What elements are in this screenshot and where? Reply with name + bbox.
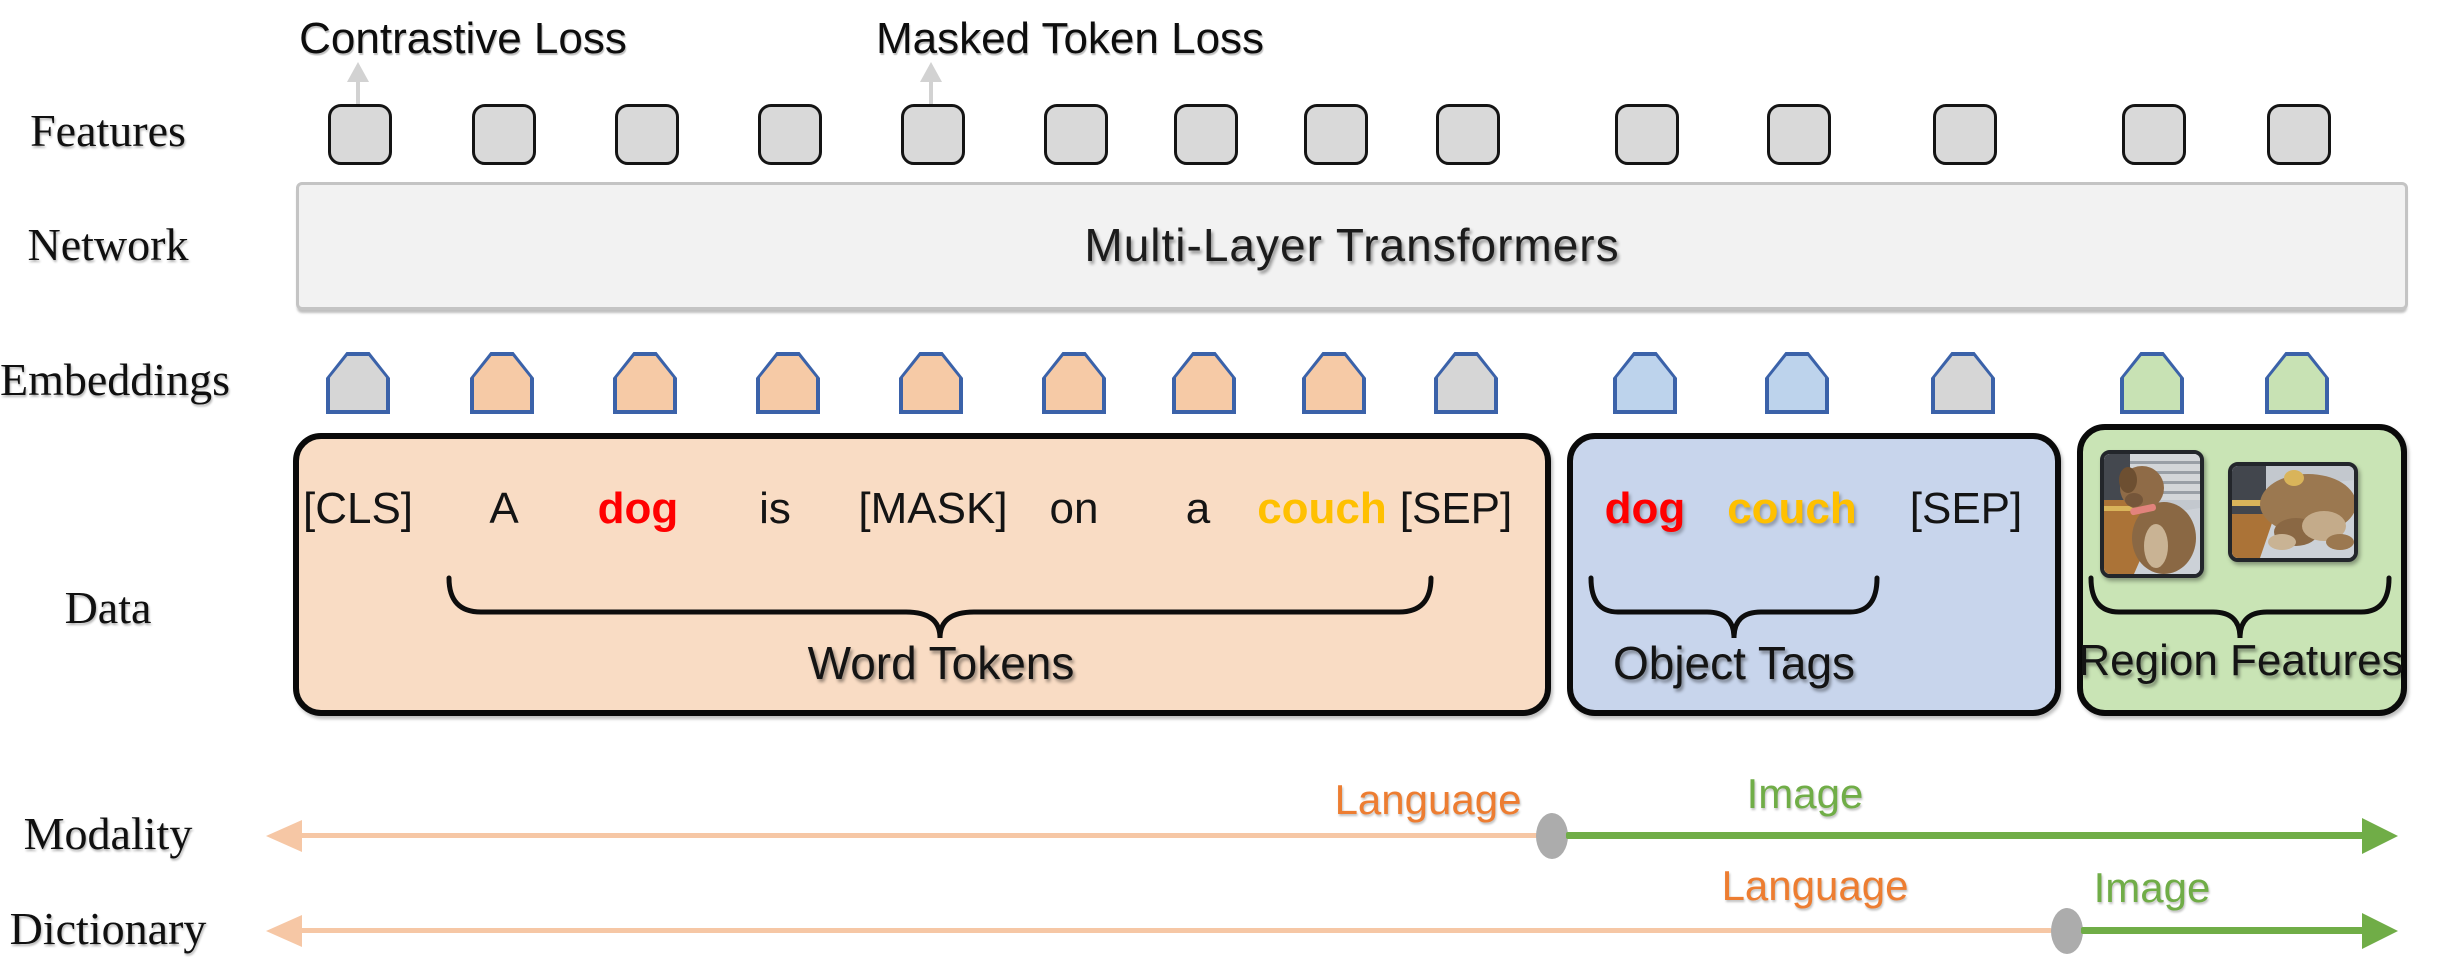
modality-image-line <box>1566 832 2364 839</box>
masked-arrow-icon <box>920 62 942 82</box>
feature-square <box>2122 104 2186 165</box>
embeddings-row-label: Embeddings <box>0 354 230 405</box>
embedding-shape <box>613 352 677 414</box>
embedding-fill <box>760 356 816 410</box>
dictionary-image-line <box>2081 927 2364 934</box>
embedding-fill <box>2124 356 2180 410</box>
multi-layer-transformers-box: Multi-Layer Transformers <box>296 182 2408 310</box>
object-tags-box <box>1567 433 2061 716</box>
modality-image-label: Image <box>1746 770 1864 817</box>
modality-left-arrowhead-icon <box>266 820 302 852</box>
token-mask: [MASK] <box>858 484 1008 533</box>
tag-couch: couch <box>1727 484 1857 533</box>
embedding-fill <box>1306 356 1362 410</box>
feature-square <box>1436 104 1500 165</box>
contrastive-arrow-icon <box>347 62 369 82</box>
object-tags-label: Object Tags <box>1612 637 1856 689</box>
region-features-label: Region Features <box>2078 636 2404 685</box>
token-on: on <box>1049 484 1099 533</box>
embedding-shape <box>756 352 820 414</box>
contrastive-loss-label: Contrastive Loss <box>299 14 627 63</box>
modality-row-label: Modality <box>23 808 193 859</box>
tag-dog: dog <box>1604 484 1686 533</box>
dictionary-left-arrowhead-icon <box>266 915 302 947</box>
features-row-label: Features <box>30 105 186 156</box>
feature-square <box>472 104 536 165</box>
token-a1: A <box>489 484 519 533</box>
embedding-fill <box>1617 356 1673 410</box>
region-image-2-art <box>2232 466 2354 558</box>
token-sep1: [SEP] <box>1399 484 1513 533</box>
embedding-shape <box>1302 352 1366 414</box>
word-tokens-box <box>293 433 1551 716</box>
embedding-fill <box>1176 356 1232 410</box>
dictionary-row-label: Dictionary <box>9 903 207 954</box>
dictionary-right-arrowhead-icon <box>2362 913 2398 949</box>
embedding-shape <box>326 352 390 414</box>
region-features-brace <box>2088 575 2392 639</box>
feature-square <box>758 104 822 165</box>
token-cls: [CLS] <box>302 484 414 533</box>
object-tags-brace <box>1588 575 1880 639</box>
dictionary-split-dot <box>2051 908 2083 954</box>
modality-language-label: Language <box>1334 776 1522 823</box>
feature-square <box>1304 104 1368 165</box>
token-dog: dog <box>597 484 679 533</box>
masked-token-loss-label: Masked Token Loss <box>875 14 1265 63</box>
embedding-fill <box>474 356 530 410</box>
data-row-label: Data <box>64 582 152 633</box>
embedding-shape <box>2120 352 2184 414</box>
feature-square <box>1044 104 1108 165</box>
tag-sep: [SEP] <box>1909 484 2023 533</box>
feature-square <box>615 104 679 165</box>
feature-square <box>1615 104 1679 165</box>
embedding-shape <box>1434 352 1498 414</box>
feature-square <box>1933 104 1997 165</box>
feature-square <box>2267 104 2331 165</box>
embedding-shape <box>899 352 963 414</box>
network-title: Multi-Layer Transformers <box>1084 219 1620 271</box>
embedding-fill <box>330 356 386 410</box>
network-row-label: Network <box>27 219 189 270</box>
dictionary-image-label: Image <box>2093 864 2211 911</box>
token-a2: a <box>1185 484 1211 533</box>
region-image-2 <box>2228 462 2358 562</box>
contrastive-arrow-line <box>356 80 360 104</box>
embedding-shape <box>1042 352 1106 414</box>
embedding-fill <box>617 356 673 410</box>
word-tokens-label: Word Tokens <box>807 637 1075 689</box>
embedding-shape <box>1172 352 1236 414</box>
feature-square <box>1767 104 1831 165</box>
embedding-fill <box>2269 356 2325 410</box>
dictionary-language-label: Language <box>1721 862 1909 909</box>
token-couch: couch <box>1257 484 1387 533</box>
embedding-shape <box>1765 352 1829 414</box>
embedding-shape <box>2265 352 2329 414</box>
embedding-fill <box>1046 356 1102 410</box>
token-is: is <box>759 484 791 533</box>
region-image-1 <box>2100 450 2204 578</box>
embedding-fill <box>1438 356 1494 410</box>
embedding-shape <box>1613 352 1677 414</box>
embedding-fill <box>1769 356 1825 410</box>
feature-square <box>1174 104 1238 165</box>
feature-square <box>328 104 392 165</box>
modality-language-line <box>300 833 1538 838</box>
embedding-shape <box>1931 352 1995 414</box>
feature-square <box>901 104 965 165</box>
word-tokens-brace <box>446 575 1434 639</box>
dictionary-language-line <box>300 928 2052 933</box>
modality-split-dot <box>1536 813 1568 859</box>
embedding-fill <box>903 356 959 410</box>
region-image-1-art <box>2104 454 2200 574</box>
modality-right-arrowhead-icon <box>2362 818 2398 854</box>
embedding-shape <box>470 352 534 414</box>
masked-arrow-line <box>929 80 933 104</box>
embedding-fill <box>1935 356 1991 410</box>
